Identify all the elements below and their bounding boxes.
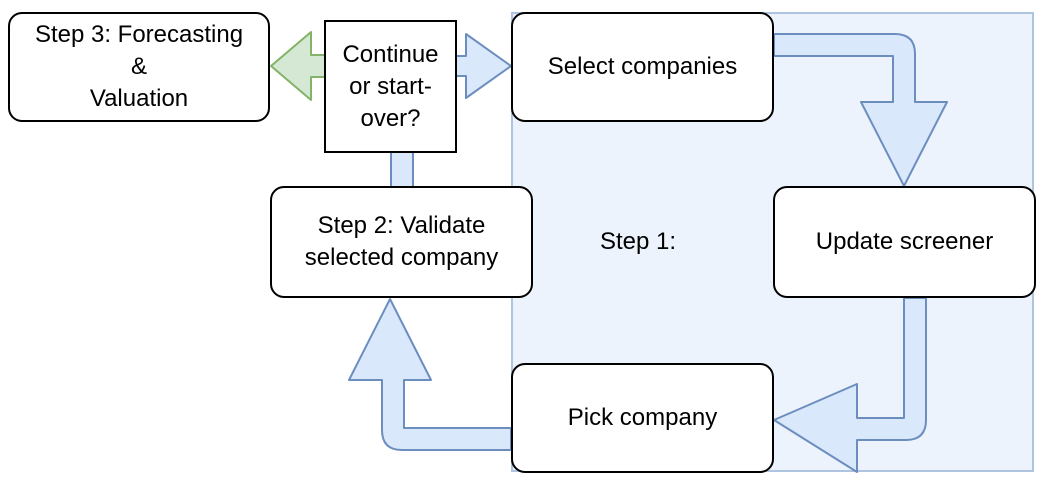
- node-continue-or-start-over-label: Continue or start- over?: [342, 40, 439, 132]
- arrow-select-to-update: [773, 33, 948, 187]
- node-select-companies-label: Select companies: [547, 53, 738, 80]
- node-pick-company: Pick company: [511, 363, 774, 473]
- arrow-validate-to-decision: [390, 151, 414, 188]
- node-pick-company-label: Pick company: [567, 404, 718, 431]
- arrow-update-to-pick: [773, 297, 927, 473]
- arrow-pick-to-validate: [348, 298, 512, 451]
- node-continue-or-start-over: Continue or start- over?: [324, 20, 457, 153]
- node-update-screener-label: Update screener: [815, 228, 994, 255]
- arrow-decision-to-select: [455, 33, 512, 99]
- arrow-decision-to-forecasting: [270, 31, 326, 101]
- node-validate-company: Step 2: Validate selected company: [270, 186, 533, 298]
- node-forecasting-valuation-label: Step 3: Forecasting & Valuation: [34, 21, 244, 112]
- node-update-screener: Update screener: [773, 186, 1036, 298]
- node-validate-company-label: Step 2: Validate selected company: [304, 212, 499, 271]
- node-select-companies: Select companies: [511, 12, 774, 122]
- node-forecasting-valuation: Step 3: Forecasting & Valuation: [8, 12, 270, 122]
- step-1-label: Step 1:: [600, 228, 677, 255]
